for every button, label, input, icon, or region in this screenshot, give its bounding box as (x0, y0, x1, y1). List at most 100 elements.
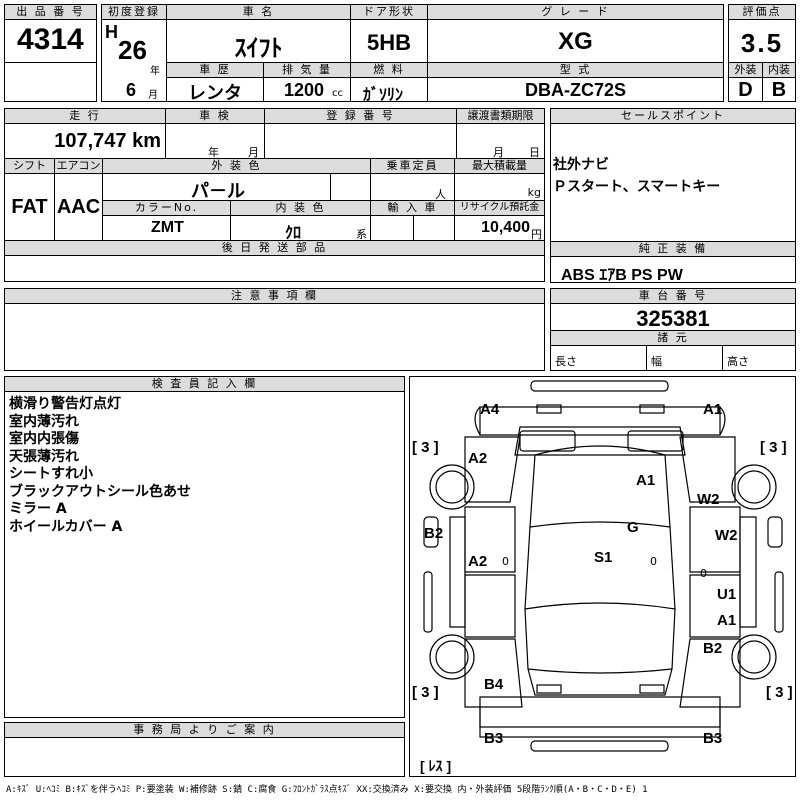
lot-number-label: 出 品 番 号 (4, 4, 97, 20)
zero-mark: 0 (700, 567, 707, 580)
damage-label-b3-left: B3 (484, 730, 504, 747)
sales-points-label: セールスポイント (550, 108, 796, 124)
damage-label-a1-top: A1 (703, 401, 723, 418)
fuel: ｶﾞｿﾘﾝ (363, 87, 404, 102)
transfer-label: 譲渡書類期限 (456, 108, 545, 124)
caution-label: 注 意 事 項 欄 (4, 288, 545, 304)
fuel-label: 燃 料 (350, 62, 428, 78)
displacement: 1200 (284, 80, 325, 100)
model-label: 型 式 (427, 62, 724, 78)
spec-length-cell: 長さ (550, 345, 647, 371)
chassis-label: 車 台 番 号 (550, 288, 796, 304)
history-cell: レンタ (166, 77, 264, 102)
load-unit: kg (527, 186, 541, 199)
exterior-cell: D (728, 77, 763, 102)
inspector-cell: 横滑り警告灯点灯 室内薄汚れ 室内内張傷 天張薄汚れ シートすれ小 ブラックアウ… (4, 391, 405, 718)
transfer-cell: 月 日 (456, 123, 545, 159)
car-outline-diagram (423, 380, 784, 752)
damage-label-b2-right: B2 (703, 640, 723, 657)
door-label: ドア形状 (350, 4, 428, 20)
history-label: 車 歴 (166, 62, 264, 78)
interior-grade: B (771, 79, 787, 101)
capacity-unit: 人 (435, 188, 446, 201)
damage-label-g: G (627, 519, 639, 536)
damage-label-b3-right: B3 (703, 730, 723, 747)
damage-label-a1-right: A1 (717, 612, 737, 629)
fuel-cell: ｶﾞｿﾘﾝ (350, 77, 428, 102)
office-label: 事 務 局 よ り ご 案 内 (4, 722, 405, 738)
damage-label-a2-left: A2 (468, 450, 488, 467)
inspector-note: ホイールカバー A (9, 518, 123, 535)
car-name-cell: ｽｲﾌﾄ (166, 19, 351, 63)
grade-cell: XG (427, 19, 724, 63)
mileage-cell: 107,747 km (4, 123, 166, 159)
color-no-cell: ZMT (102, 215, 231, 241)
chassis-number: 325381 (636, 306, 710, 331)
lot-number-cell: 4314 (4, 19, 97, 63)
zero-mark: 0 (650, 555, 657, 568)
recycle-label: リサイクル預託金 (454, 200, 545, 216)
displacement-cell: 1200 cc (263, 77, 351, 102)
first-registration-label: 初度登録 (101, 4, 167, 20)
tire-mark-front-right: [ 3 ] (760, 439, 787, 456)
ac-label: エアコン (54, 158, 103, 174)
genuine-equipment: ABS ｴｱB PS PW (561, 267, 683, 283)
regno-label: 登 録 番 号 (264, 108, 457, 124)
model-cell: DBA-ZC72S (427, 77, 724, 102)
sales-points-cell: 社外ナビ Ｐスタート、スマートキー (550, 123, 796, 242)
grade: XG (558, 28, 593, 55)
damage-label-a1-roof: A1 (636, 472, 656, 489)
office-cell (4, 737, 405, 777)
damage-label-s1: S1 (594, 549, 613, 566)
import-cell (370, 215, 455, 241)
capacity-cell: 人 (370, 173, 455, 201)
inspector-label: 検 査 員 記 入 欄 (4, 376, 405, 392)
damage-label-a4: A4 (480, 401, 500, 418)
year-unit: 年 (150, 66, 160, 77)
recycle: 10,400 (481, 219, 530, 236)
damage-label-w2-right: W2 (697, 491, 720, 508)
specs-label: 諸 元 (550, 330, 796, 346)
inspection-month-unit: 月 (248, 146, 259, 159)
recycle-unit: 円 (531, 228, 542, 241)
interior-cell: B (762, 77, 796, 102)
inspector-note: シートすれ小 (9, 466, 93, 482)
spare-tire-mark: [ ﾚｽ ] (420, 758, 452, 774)
later-parts-label: 後 日 発 送 部 品 (4, 240, 545, 256)
int-color-label: 内 装 色 (230, 200, 371, 216)
inspection-label: 車 検 (165, 108, 265, 124)
zero-mark: 0 (502, 555, 509, 568)
tire-mark-rear-left: [ 3 ] (412, 684, 439, 701)
later-parts-cell (4, 255, 545, 282)
lot-number: 4314 (17, 23, 84, 56)
damage-label-u1: U1 (717, 586, 737, 603)
genuine-cell: ABS ｴｱB PS PW (550, 256, 796, 283)
lot-blank-cell (4, 62, 97, 102)
spec-height-cell: 高さ (722, 345, 796, 371)
month-unit: 月 (148, 90, 158, 101)
door-cell: 5HB (350, 19, 428, 63)
color-no: ZMT (151, 219, 184, 236)
car-name-label: 車 名 (166, 4, 351, 20)
transfer-month-unit: 月 (493, 146, 504, 159)
color-sub-cell (330, 173, 371, 201)
inspector-note: 室内薄汚れ (9, 413, 79, 430)
mileage: 107,747 km (54, 130, 161, 152)
score: 3.5 (740, 28, 784, 58)
inspection-cell: 年 月 (165, 123, 265, 159)
inspector-note: 横滑り警告灯点灯 (9, 396, 121, 412)
color-cell: パ－ル (102, 173, 331, 201)
damage-label-b2-left: B2 (424, 525, 444, 542)
damage-diagram: [ 3 ] [ 3 ] [ 3 ] [ 3 ] [ ﾚｽ ] A4 A1 A2 … (409, 376, 796, 777)
color: パ－ル (191, 181, 245, 201)
import-label: 輸 入 車 (370, 200, 455, 216)
door-type: 5HB (366, 30, 411, 55)
car-name: ｽｲﾌﾄ (234, 35, 283, 62)
displacement-label: 排 気 量 (263, 62, 351, 78)
inspector-note: ミラー A (9, 501, 67, 517)
mileage-label: 走 行 (4, 108, 166, 124)
inspector-note: 天張薄汚れ (9, 448, 79, 465)
transfer-day-unit: 日 (529, 146, 540, 159)
int-color-unit: 系 (356, 228, 367, 241)
damage-label-w2-right2: W2 (715, 527, 738, 544)
